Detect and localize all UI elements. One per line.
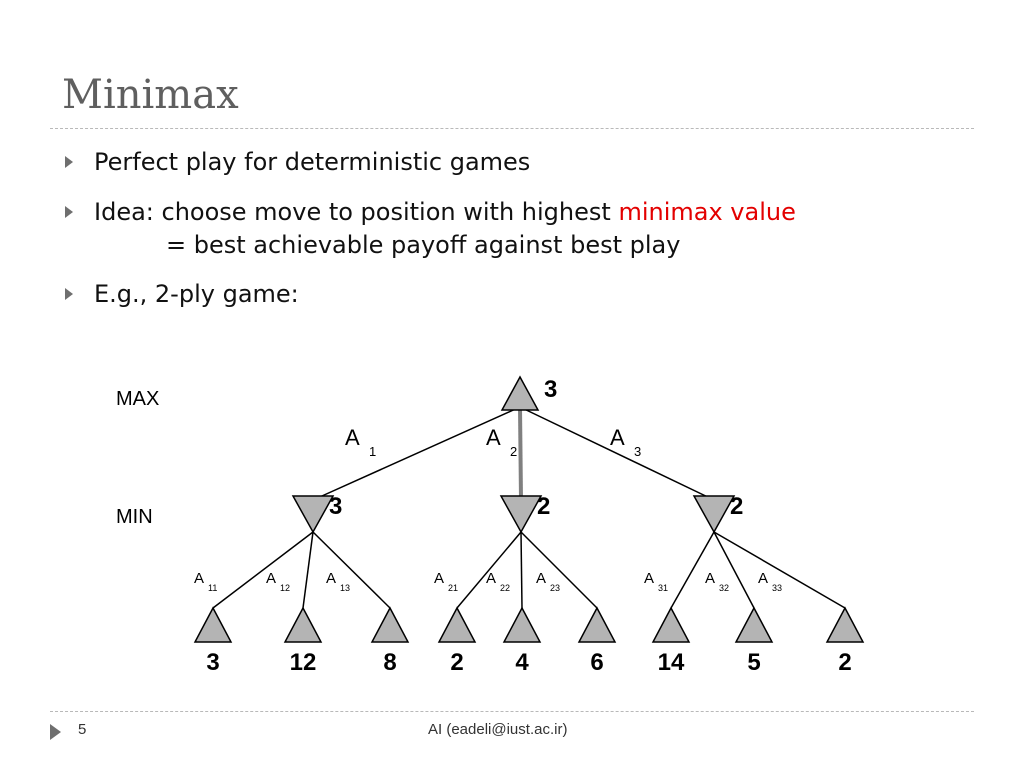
child-move-label: A [758,570,768,587]
min-edge [520,531,523,609]
leaf-node [193,606,233,643]
move-label-subscript: 3 [634,444,641,459]
title-divider [50,128,974,129]
child-move-label: A [434,570,444,587]
child-move-label: A [536,570,546,587]
bullet-item: Idea: choose move to position with highe… [62,192,962,262]
max-edge [519,406,715,501]
move-label: A [345,425,360,450]
child-move-label-subscript: 22 [500,583,510,593]
child-move-label-subscript: 11 [208,583,217,593]
child-move-label: A [194,570,204,587]
child-move-label: A [486,570,496,587]
bullet-continuation: = best achievable payoff against best pl… [166,231,681,259]
min-edge [670,531,715,609]
bullet-arrow-icon [65,206,73,218]
leaf-value: 12 [290,649,317,676]
leaf-node [502,606,542,643]
leaf-node [577,606,617,643]
child-move-label-subscript: 13 [340,583,350,593]
min-edge [713,531,755,609]
highlight-text: minimax value [618,198,796,226]
leaf-value: 4 [515,649,529,676]
leaf-value: 3 [206,649,219,676]
max-edge [518,406,523,501]
child-move-label-subscript: 21 [448,583,458,593]
child-move-label: A [705,570,715,587]
child-move-label: A [326,570,336,587]
max-node [500,375,540,411]
child-move-label-subscript: 31 [658,583,668,593]
bullet-arrow-icon [65,156,73,168]
leaf-node [651,606,691,643]
move-label: A [486,425,501,450]
bullet-item: Perfect play for deterministic games [62,142,962,182]
move-label: A [610,425,625,450]
child-move-label-subscript: 23 [550,583,560,593]
min-edge [713,531,846,609]
min-node [692,495,736,534]
page-number: 5 [78,721,87,738]
min-edge [520,531,598,609]
leaf-node [283,606,323,643]
child-move-label-subscript: 12 [280,583,290,593]
min-edge [312,531,391,609]
footer-text: AI (eadeli@iust.ac.ir) [428,721,568,738]
child-move-label: A [266,570,276,587]
max-edge [312,406,521,501]
leaf-value: 2 [450,649,463,676]
leaf-node [370,606,410,643]
min-node-value: 2 [537,493,550,520]
leaf-node [437,606,477,643]
min-node [291,495,335,534]
min-edge [212,531,314,609]
root-value: 3 [544,376,557,403]
leaf-value: 5 [747,649,760,676]
leaf-value: 2 [838,649,851,676]
leaf-value: 14 [658,649,685,676]
leaf-node [734,606,774,643]
max-level-label: MAX [116,388,159,410]
leaf-value: 6 [590,649,603,676]
min-edge [456,531,522,609]
min-node-value: 2 [730,493,743,520]
bullet-text: Idea: choose move to position with highe… [94,198,619,226]
min-node [499,495,543,534]
footer-arrow-icon [50,724,61,740]
min-edge [302,531,314,609]
move-label-subscript: 1 [369,444,376,459]
move-label-subscript: 2 [510,444,517,459]
child-move-label-subscript: 32 [719,583,729,593]
child-move-label: A [644,570,654,587]
bullet-item: E.g., 2-ply game: [62,274,962,314]
child-move-label-subscript: 33 [772,583,782,593]
min-level-label: MIN [116,506,153,528]
bullet-arrow-icon [65,288,73,300]
leaf-node [825,606,865,643]
min-node-value: 3 [329,493,342,520]
footer-divider [50,711,974,712]
bullet-text: Perfect play for deterministic games [94,148,531,176]
slide-title: Minimax [62,72,239,118]
bullet-text: E.g., 2-ply game: [94,280,299,308]
bullet-list: Perfect play for deterministic games Ide… [62,142,962,314]
leaf-value: 8 [383,649,396,676]
